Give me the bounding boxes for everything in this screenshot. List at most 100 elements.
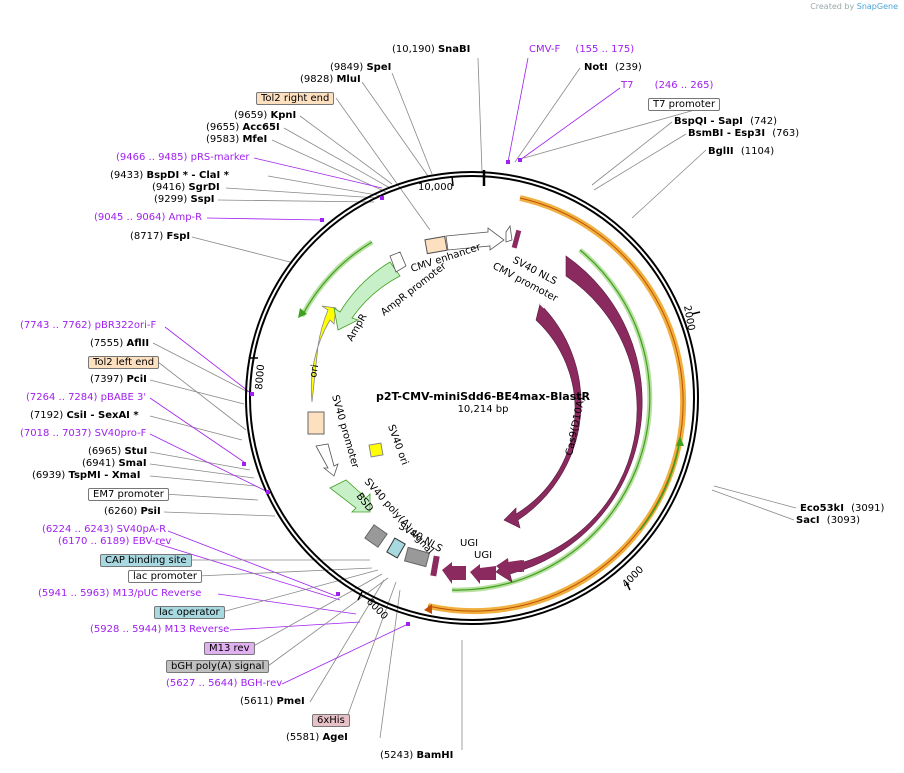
tol2-left-feature — [307, 411, 325, 435]
cmv-promoter-feature — [505, 224, 513, 243]
site-bspdi-clai: (9433) BspDI * - ClaI * — [110, 170, 229, 181]
site-aflii: (7555) AflII — [90, 338, 150, 349]
site-bglii: BglII (1104) — [708, 146, 775, 157]
small-site-feature — [386, 537, 406, 559]
tick-label-4000: 4000 — [620, 564, 646, 590]
tick-label-10000: 10,000 — [418, 182, 453, 193]
label-ori: ori — [308, 364, 321, 379]
site-spei: (9849) SpeI — [330, 62, 392, 73]
site-sgrdi: (9416) SgrDI — [152, 182, 220, 193]
site-sspi: (9299) SspI — [154, 194, 215, 205]
primer-markers — [242, 158, 522, 626]
box-m13-rev: M13 rev — [204, 642, 255, 655]
cmv-enhancer-feature — [445, 227, 505, 251]
label-sv40-promoter: SV40 promoter — [329, 394, 361, 470]
cas9-d10a-hatch — [539, 303, 545, 309]
box-tol2-left-end: Tol2 left end — [88, 356, 160, 369]
plasmid-name: p2T-CMV-miniSdd6-BE4max-BlastR — [376, 390, 590, 403]
primer-sv40pro-f: (7018 .. 7037) SV40pro-F — [20, 428, 147, 439]
green-arc-outer-line — [451, 249, 651, 591]
green-arc-small-head — [676, 436, 684, 446]
label-cas9-d10a: Cas9(D10A) — [564, 396, 587, 457]
site-smai: (6941) SmaI — [82, 458, 147, 469]
tick-4000 — [625, 581, 631, 591]
sv40-promoter-feature — [315, 443, 339, 477]
primer-amp-r: (9045 .. 9064) Amp-R — [94, 212, 203, 223]
green-arc-left-line — [301, 241, 373, 317]
primer-bgh-rev: (5627 .. 5644) BGH-rev — [166, 678, 283, 689]
box-bgh-polya-signal: bGH poly(A) signal — [166, 660, 270, 673]
primer-sv40pa-r: (6224 .. 6243) SV40pA-R — [42, 524, 167, 535]
ori-feature — [310, 305, 337, 403]
sv40-polya-feature — [403, 546, 431, 568]
box-leaders — [157, 97, 717, 721]
tick-2000 — [691, 311, 701, 315]
tol2-right-feature — [424, 235, 448, 255]
tick-label-8000: 8000 — [254, 364, 267, 390]
label-ugi-1: UGI — [474, 550, 492, 561]
site-bamhi: (5243) BamHI — [380, 750, 454, 761]
primer-prs-marker: (9466 .. 9485) pRS-marker — [116, 152, 250, 163]
site-stui: (6965) StuI — [88, 446, 148, 457]
ugi-2-feature — [470, 564, 496, 584]
primer-pbabe3: (7264 .. 7284) pBABE 3' — [26, 392, 147, 403]
primer-leaders — [149, 57, 621, 685]
primer-pbr322ori-f: (7743 .. 7762) pBR322ori-F — [20, 320, 157, 331]
site-noti: NotI (239) — [584, 62, 642, 73]
sv40-nls-2-feature — [430, 555, 440, 577]
tick-label-2000: 2000 — [681, 305, 696, 332]
box-em7-promoter: EM7 promoter — [88, 488, 169, 501]
backbone-inner — [249, 175, 695, 621]
tick-10000 — [451, 175, 454, 187]
bsd-feature — [329, 479, 371, 513]
site-mfei: (9583) MfeI — [206, 134, 268, 145]
label-sv40-ori: SV40 ori — [385, 423, 410, 466]
plasmid-size: 10,214 bp — [458, 404, 509, 415]
cas9-feature — [495, 255, 643, 583]
label-ugi-2: UGI — [460, 538, 478, 549]
sv40-nls-1-feature — [511, 229, 522, 249]
sv40-ori-feature — [368, 442, 384, 458]
box-cap-binding-site: CAP binding site — [100, 554, 192, 567]
bgh-feature — [364, 524, 388, 548]
site-pcii: (7397) PciI — [90, 374, 147, 385]
primer-m13-reverse: (5928 .. 5944) M13 Reverse — [90, 624, 230, 635]
ampr-promoter-feature — [389, 251, 407, 273]
primer-m13-puc-reverse: (5941 .. 5963) M13/pUC Reverse — [38, 588, 202, 599]
tick-label-6000: 6000 — [364, 596, 390, 622]
backbone-outer — [245, 171, 699, 625]
site-psii: (6260) PsiI — [104, 506, 161, 517]
site-kpni: (9659) KpnI — [234, 110, 297, 121]
site-tspmi-xmai: (6939) TspMI - XmaI — [32, 470, 141, 481]
box-lac-operator: lac operator — [154, 606, 225, 619]
box-lac-promoter: lac promoter — [128, 570, 202, 583]
orange-arc-head — [424, 604, 432, 614]
site-saci: SacI (3093) — [796, 515, 861, 526]
site-eco53ki: Eco53kI (3091) — [800, 503, 885, 514]
site-csii-sexai: (7192) CsiI - SexAI * — [30, 410, 139, 421]
primer-cmv-f: CMV-F (155 .. 175) — [529, 44, 635, 55]
box-6xhis: 6xHis — [312, 714, 350, 727]
primer-t7: T7 (246 .. 265) — [621, 80, 714, 91]
site-bsmbi-esp3i: BsmBI - Esp3I (763) — [688, 128, 800, 139]
snapgene-credit: Created by SnapGene — [810, 2, 898, 11]
primer-ebv-rev: (6170 .. 6189) EBV-rev — [58, 536, 172, 547]
site-bspqi-sapi: BspQI - SapI (742) — [674, 116, 777, 127]
site-pmei: (5611) PmeI — [240, 696, 305, 707]
site-mlui: (9828) MluI — [300, 74, 361, 85]
green-arc-left-head — [298, 308, 307, 318]
ugi-3-feature — [442, 562, 466, 584]
green-arc-small — [639, 439, 681, 531]
ugi-1-feature — [496, 558, 522, 576]
box-t7-promoter: T7 promoter — [648, 98, 721, 111]
cas9-d10a-feature — [503, 303, 582, 529]
site-fspi: (8717) FspI — [130, 231, 191, 242]
site-snabi: (10,190) SnaBI — [392, 44, 471, 55]
ampr-feature — [333, 261, 401, 331]
leader-lines — [149, 57, 797, 750]
site-agei: (5581) AgeI — [286, 732, 348, 743]
box-tol2-right-end: Tol2 right end — [256, 92, 335, 105]
site-acc65i: (9655) Acc65I — [206, 122, 280, 133]
tick-6000 — [357, 591, 363, 601]
